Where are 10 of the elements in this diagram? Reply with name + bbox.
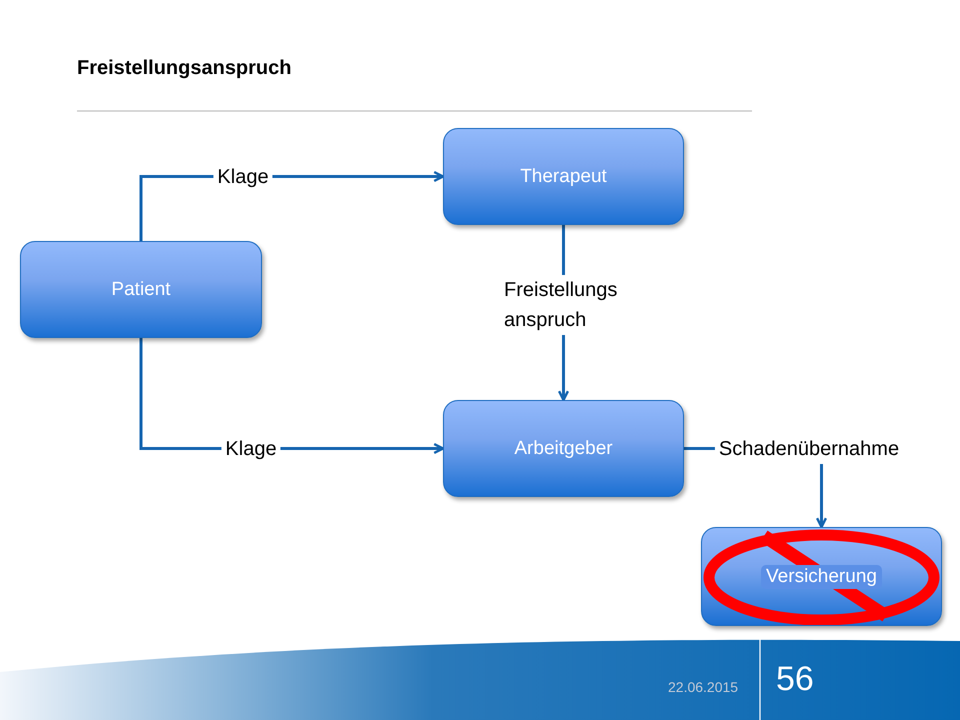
node-label: Arbeitgeber	[514, 438, 613, 460]
process-box	[20, 241, 262, 338]
process-box	[443, 400, 684, 497]
node-label: Versicherung	[761, 564, 882, 588]
node-label: Therapeut	[520, 166, 607, 188]
process-box	[443, 128, 684, 225]
page-number: 56	[776, 660, 814, 699]
date-label: 22.06.2015	[668, 679, 738, 695]
node-label: Patient	[111, 278, 171, 300]
slide-title: Freistellungsanspruch	[77, 57, 292, 80]
